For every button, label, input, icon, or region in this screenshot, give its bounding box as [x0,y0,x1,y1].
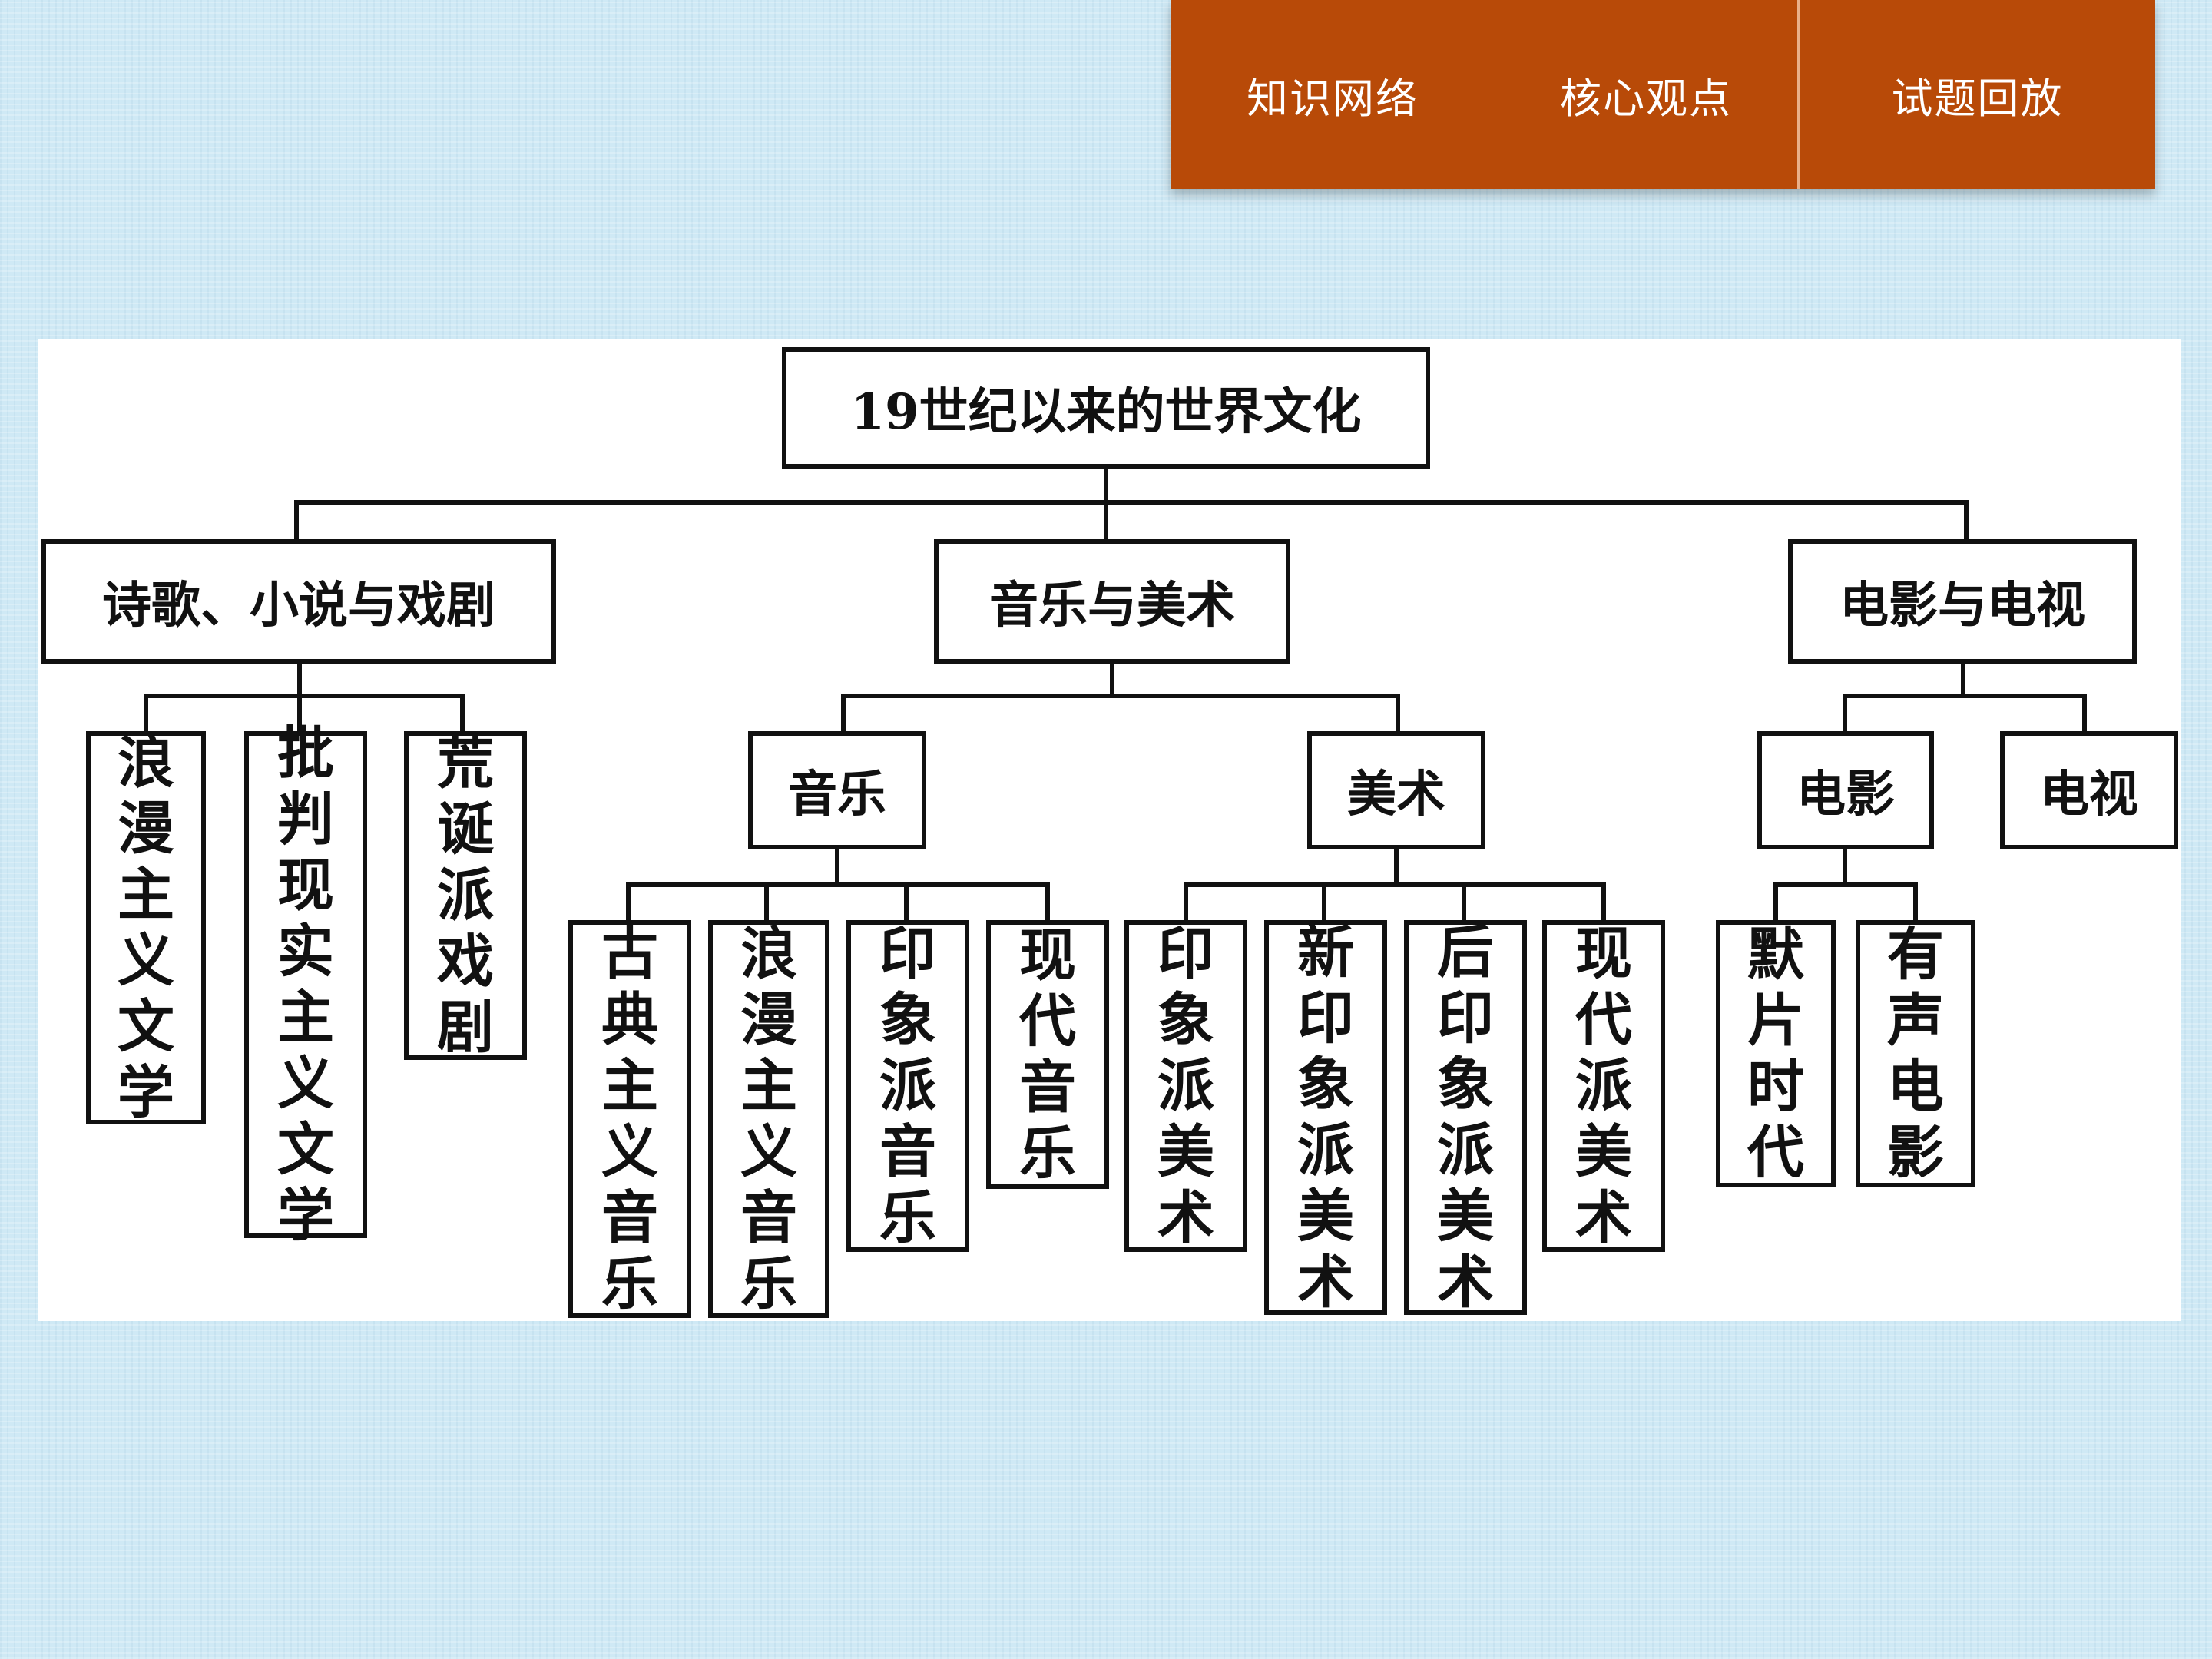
tab-knowledge-network[interactable]: 知识网络 [1247,74,1419,123]
concept-map: 19世纪以来的世界文化 诗歌、小说与戏剧 音乐与美术 电影与电视 浪漫主义文学 … [38,339,2181,1321]
branch-film-tv: 电影与电视 [1788,539,2137,664]
item-romantic-music: 浪漫主义音乐 [708,920,830,1318]
connector-lines [144,463,2087,926]
item-classical-music: 古典主义音乐 [568,920,691,1318]
top-navigation: 知识网络 核心观点 试题回放 [1171,0,2155,189]
item-modern-art: 现代派美术 [1542,920,1665,1252]
branch-literature: 诗歌、小说与戏剧 [41,539,556,664]
item-neo-impressionist-art: 新印象派美术 [1264,919,1387,1316]
group-tv: 电视 [2000,731,2178,849]
group-film: 电影 [1757,731,1934,849]
item-absurdist-drama: 荒诞派戏剧 [404,730,527,1061]
root-node: 19世纪以来的世界文化 [782,347,1430,469]
item-post-impressionist-art: 后印象派美术 [1404,919,1527,1316]
item-silent-film-era: 默片时代 [1716,920,1836,1187]
group-music: 音乐 [748,731,926,849]
item-sound-film: 有声电影 [1856,920,1975,1187]
tab-core-viewpoints[interactable]: 核心观点 [1495,0,1800,189]
item-impressionist-music: 印象派音乐 [846,920,969,1252]
tab-exam-review[interactable]: 试题回放 [1891,74,2064,123]
item-romantic-literature: 浪漫主义文学 [86,730,206,1126]
item-impressionist-art: 印象派美术 [1124,920,1247,1252]
branch-music-art: 音乐与美术 [934,539,1290,664]
item-critical-realism-literature: 批判现实主义文学 [244,720,367,1249]
item-modern-music: 现代音乐 [986,920,1109,1189]
group-art: 美术 [1307,731,1485,849]
